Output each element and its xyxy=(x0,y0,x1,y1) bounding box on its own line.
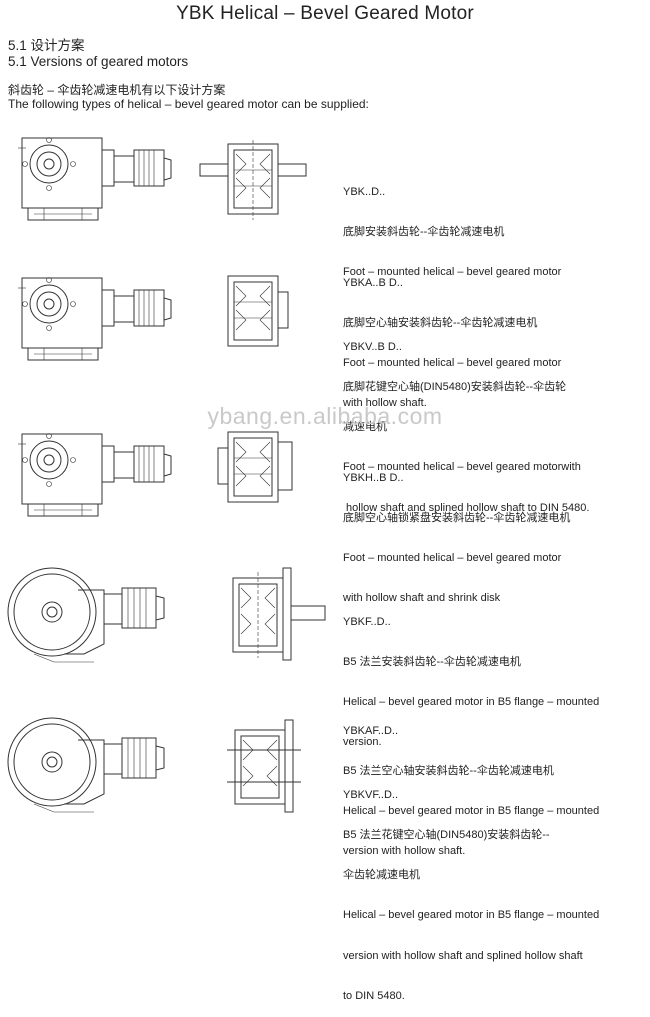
model-cn: 底脚安装斜齿轮--伞齿轮减速电机 xyxy=(343,226,505,239)
ybka-side-drawing xyxy=(227,275,289,347)
desc-ybkf: YBKF..D.. B5 法兰安装斜齿轮--伞齿轮减速电机 Helical – … xyxy=(343,589,599,763)
ybkh-side-drawing xyxy=(217,431,293,503)
model-code: YBKVF..D.. xyxy=(343,788,399,801)
model-en: Foot – mounted helical – bevel geared mo… xyxy=(343,552,562,565)
model-code: YBKA..B D.. xyxy=(343,276,403,289)
model-en: Helical – bevel geared motor in B5 flang… xyxy=(343,696,600,709)
model-en: Helical – bevel geared motor in B5 flang… xyxy=(343,909,600,922)
desc-ybka: YBKA..B D.. 底脚空心轴安装斜齿轮--伞齿轮减速电机 Foot – m… xyxy=(343,250,561,424)
model-code: YBKH..B D.. xyxy=(343,471,404,484)
model-en: Helical – bevel geared motor in B5 flang… xyxy=(343,805,600,818)
section-heading-cn: 5.1 设计方案 xyxy=(8,38,85,53)
model-en: Foot – mounted helical – bevel geared mo… xyxy=(343,266,562,279)
model-cn: B5 法兰空心轴安装斜齿轮--伞齿轮减速电机 xyxy=(343,765,554,778)
model-cn: 底脚花键空心轴(DIN5480)安装斜齿轮--伞齿轮 xyxy=(343,381,567,394)
ybkaf-side-drawing xyxy=(227,719,301,813)
desc-ybkvf: YBKVF..D.. B5 法兰花键空心轴(DIN5480)安装斜齿轮-- 伞齿… xyxy=(343,762,599,1017)
model-en: Foot – mounted helical – bevel geared mo… xyxy=(343,357,562,370)
model-code: YBKV..B D.. xyxy=(343,340,402,353)
model-code: YBKF..D.. xyxy=(343,615,391,628)
desc-ybkh: YBKH..B D.. 底脚空心轴锁紧盘安装斜齿轮--伞齿轮减速电机 Foot … xyxy=(343,445,570,619)
model-cn: B5 法兰花键空心轴(DIN5480)安装斜齿轮-- xyxy=(343,829,550,842)
ybk-front-drawing xyxy=(18,137,172,221)
model-cn: 底脚空心轴锁紧盘安装斜齿轮--伞齿轮减速电机 xyxy=(343,512,571,525)
model-cn2: 伞齿轮减速电机 xyxy=(343,869,420,882)
intro-cn: 斜齿轮 – 伞齿轮减速电机有以下设计方案 xyxy=(8,83,226,97)
model-en2: hollow shaft and splined hollow shaft to… xyxy=(343,501,590,514)
ybkaf-front-drawing xyxy=(7,717,165,813)
watermark: ybang.en.alibaba.com xyxy=(207,403,443,429)
model-cn: B5 法兰安装斜齿轮--伞齿轮减速电机 xyxy=(343,656,521,669)
desc-ybk: YBK..D.. 底脚安装斜齿轮--伞齿轮减速电机 Foot – mounted… xyxy=(343,159,561,293)
model-en2: version with hollow shaft and splined ho… xyxy=(343,949,583,962)
intro-en: The following types of helical – bevel g… xyxy=(8,97,369,111)
model-en3: to DIN 5480. xyxy=(343,989,405,1002)
ybkf-side-drawing xyxy=(232,567,326,661)
model-code: YBKAF..D.. xyxy=(343,724,399,737)
ybkh-front-drawing xyxy=(17,433,172,517)
model-en: Foot – mounted helical – bevel geared mo… xyxy=(343,461,581,474)
ybka-front-drawing xyxy=(17,277,172,361)
ybkf-front-drawing xyxy=(7,567,165,663)
model-en2: with hollow shaft. xyxy=(343,397,427,410)
model-en2: version. xyxy=(343,736,382,749)
model-cn: 底脚空心轴安装斜齿轮--伞齿轮减速电机 xyxy=(343,317,538,330)
page-title: YBK Helical – Bevel Geared Motor xyxy=(176,3,474,24)
desc-ybkv: YBKV..B D.. 底脚花键空心轴(DIN5480)安装斜齿轮--伞齿轮 减… xyxy=(343,314,589,529)
model-code: YBK..D.. xyxy=(343,185,386,198)
model-cn2: 减速电机 xyxy=(343,421,387,434)
section-heading-en: 5.1 Versions of geared motors xyxy=(8,54,189,69)
ybk-side-drawing xyxy=(199,140,307,220)
model-en2: with hollow shaft and shrink disk xyxy=(343,592,501,605)
